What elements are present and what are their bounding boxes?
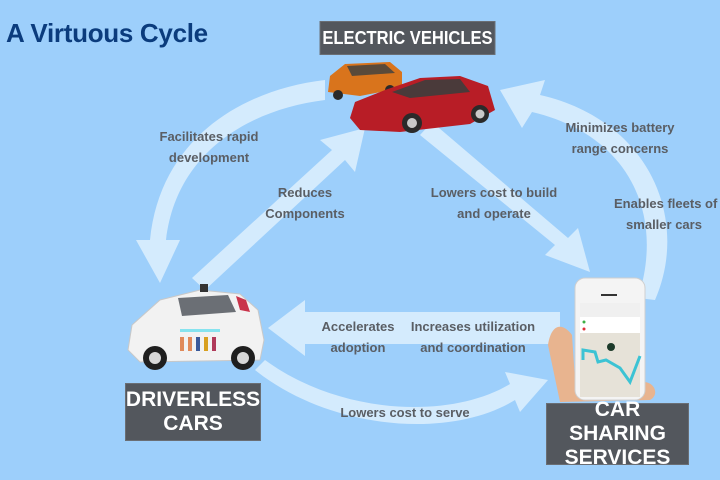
edge-label-line: Lowers cost to build bbox=[430, 185, 558, 200]
edge-label-line: Accelerates bbox=[321, 319, 395, 334]
page-title: A Virtuous Cycle bbox=[6, 18, 208, 48]
arrow-driverless-to-ev bbox=[192, 128, 365, 290]
edge-label-line: adoption bbox=[330, 340, 386, 355]
edge-label-line: Minimizes battery bbox=[565, 120, 675, 135]
arrow-driverless-to-carsharing bbox=[255, 360, 548, 424]
arrow-carsharing-to-ev bbox=[500, 80, 668, 300]
edge-label-increases-utilization: Increases utilization and coordination bbox=[408, 316, 538, 358]
arrow-ev-to-carsharing bbox=[420, 122, 590, 272]
edge-label-minimizes-battery-range: Minimizes battery range concerns bbox=[560, 117, 680, 159]
edge-label-reduces-components: Reduces Components bbox=[260, 182, 350, 224]
edge-label-line: smaller cars bbox=[626, 217, 702, 232]
node-car-sharing-line1: CAR SHARING bbox=[569, 397, 666, 445]
arrow-carsharing-to-driverless bbox=[268, 300, 560, 356]
edge-label-lowers-cost-build-operate: Lowers cost to build and operate bbox=[424, 182, 564, 224]
edge-label-facilitates-rapid-development: Facilitates rapid development bbox=[150, 126, 268, 168]
edge-label-line: Increases utilization bbox=[410, 319, 536, 334]
arrow-ev-to-driverless bbox=[136, 80, 325, 283]
phone-app-image bbox=[548, 277, 656, 402]
edge-label-enables-fleets: Enables fleets of smaller cars bbox=[614, 193, 718, 235]
node-driverless-line2: CARS bbox=[163, 412, 223, 435]
edge-label-line: Components bbox=[265, 206, 345, 221]
edge-label-line: Facilitates rapid bbox=[159, 129, 259, 144]
driverless-car-image bbox=[127, 284, 265, 370]
edge-label-line: and coordination bbox=[420, 340, 526, 355]
edge-label-line: Lowers cost to serve bbox=[340, 405, 470, 420]
edge-label-line: Reduces bbox=[277, 185, 333, 200]
edge-label-line: Enables fleets of bbox=[614, 196, 718, 211]
route-line bbox=[581, 348, 642, 386]
edge-label-line: range concerns bbox=[571, 141, 669, 156]
edge-label-line: and operate bbox=[457, 206, 531, 221]
edge-label-lowers-cost-serve: Lowers cost to serve bbox=[335, 402, 475, 423]
node-driverless-line1: DRIVERLESS bbox=[125, 387, 261, 411]
node-car-sharing-line2: SERVICES bbox=[564, 446, 671, 470]
edge-label-line: development bbox=[168, 150, 250, 165]
edge-label-accelerates-adoption: Accelerates adoption bbox=[318, 316, 398, 358]
node-electric-vehicles: ELECTRIC VEHICLES bbox=[319, 21, 496, 55]
electric-cars-image bbox=[328, 62, 495, 133]
node-car-sharing-services: CAR SHARING SERVICES bbox=[546, 398, 689, 469]
node-driverless-cars: DRIVERLESS CARS bbox=[125, 383, 261, 441]
